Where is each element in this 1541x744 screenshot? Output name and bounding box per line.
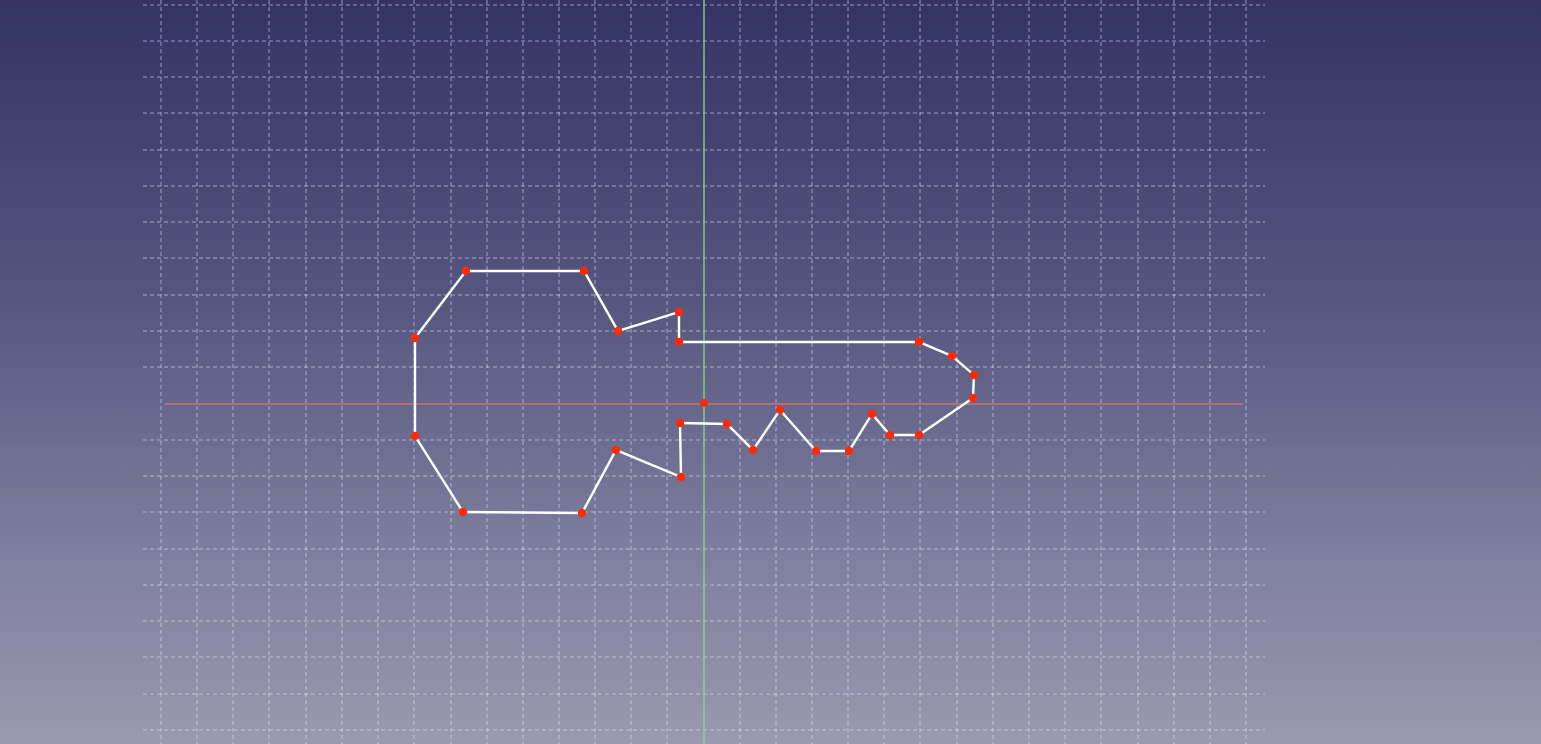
sketch-vertices[interactable] (410, 266, 979, 518)
sketch-vertex[interactable] (811, 446, 821, 456)
sketch-vertex[interactable] (613, 326, 623, 336)
sketch-edge[interactable] (751, 408, 782, 452)
sketch-origin-point[interactable] (700, 399, 708, 407)
sketch-vertex[interactable] (914, 337, 924, 347)
sketch-vertex[interactable] (748, 445, 758, 455)
sketch-edge[interactable] (413, 434, 465, 514)
sketch-edge[interactable] (582, 269, 620, 333)
sketch-vertex[interactable] (461, 266, 471, 276)
sketch-vertex[interactable] (611, 445, 621, 455)
sketch-vertex[interactable] (674, 307, 684, 317)
sketch-edge[interactable] (616, 310, 681, 333)
sketch-edge[interactable] (917, 340, 954, 358)
sketch-edge[interactable] (678, 421, 683, 479)
sketch-vertex[interactable] (722, 419, 732, 429)
sketch-vertex[interactable] (969, 370, 979, 380)
sketch-edge[interactable] (778, 408, 818, 453)
sketch-vertex[interactable] (775, 405, 785, 415)
sketch-vertex[interactable] (867, 409, 877, 419)
sketch-edge[interactable] (917, 396, 975, 437)
sketch-vertex[interactable] (410, 333, 420, 343)
sketch-edges[interactable] (413, 269, 976, 515)
sketch-edge[interactable] (580, 448, 618, 515)
sketch-vertex[interactable] (968, 393, 978, 403)
sketch-edge[interactable] (413, 269, 468, 340)
sketch-edge[interactable] (725, 422, 755, 452)
sketch-vertex[interactable] (410, 431, 420, 441)
sketch-vertex[interactable] (579, 266, 589, 276)
sketch-edge[interactable] (461, 510, 584, 515)
sketch-edge[interactable] (870, 412, 892, 437)
sketch-edge[interactable] (847, 412, 874, 453)
sketch-edge[interactable] (614, 448, 683, 479)
sketch-vertex[interactable] (676, 472, 686, 482)
sketch-edge[interactable] (950, 354, 976, 377)
sketch-vertex[interactable] (947, 351, 957, 361)
sketch-vertex[interactable] (914, 430, 924, 440)
sketch-vertex[interactable] (844, 446, 854, 456)
sketch-vertex[interactable] (885, 430, 895, 440)
sketch-vertex[interactable] (458, 507, 468, 517)
sketch-vertex[interactable] (674, 337, 684, 347)
sketch-vertex[interactable] (577, 508, 587, 518)
sketch-vertex[interactable] (675, 418, 685, 428)
sketch-edge[interactable] (678, 421, 729, 426)
